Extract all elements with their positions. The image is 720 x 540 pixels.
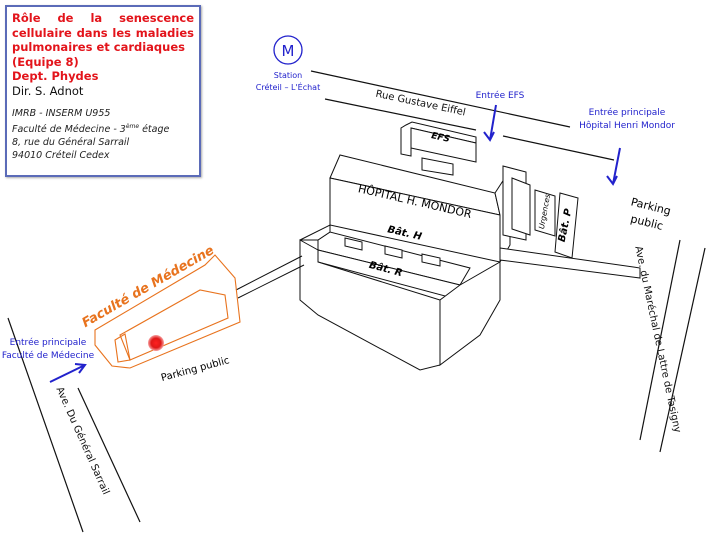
parking-left-label: Parking public: [160, 355, 231, 384]
faculte-building: [94, 254, 241, 369]
metro-station-name: Créteil – L'Échat: [256, 81, 320, 92]
ave-lattre-label: Ave. du Maréchal de Lattre de Tasigny: [632, 245, 683, 434]
connector: [235, 255, 305, 299]
entree-faculte-label: Entrée principale: [10, 337, 87, 348]
info-box: Rôle de la senescence cellulaire dans le…: [5, 5, 201, 177]
metro-station-label: Station: [274, 71, 302, 80]
efs-label: EFS: [430, 131, 450, 145]
address-line: 8, rue du Général Sarrail: [12, 136, 130, 148]
director: Dir. S. Adnot: [12, 83, 84, 98]
arrow-faculte-icon: [49, 363, 87, 383]
team-number: (Equipe 8): [12, 54, 79, 69]
ave-sarrail-label: Ave. Du Général Sarrail: [54, 385, 112, 496]
entrance-arrows: [49, 104, 621, 383]
team-title: Rôle de la senescence cellulaire dans le…: [12, 11, 194, 54]
address: IMRB - INSERM U955 Faculté de Médecine -…: [12, 107, 194, 162]
entree-efs-label: Entrée EFS: [476, 90, 525, 101]
metro-icon: [273, 35, 303, 65]
rue-gustave-eiffel-label: Rue Gustave Eiffel: [375, 89, 467, 119]
faculte-label: Faculté de Médecine: [80, 243, 217, 331]
hospital-buildings: [299, 121, 641, 371]
roads: [7, 70, 706, 533]
parking-right-label-2: public: [629, 212, 664, 233]
address-line: Faculté de Médecine - 3ème étage: [12, 122, 170, 135]
location-marker: [148, 335, 164, 351]
address-line: IMRB - INSERM U955: [12, 107, 111, 119]
department: Dept. Phydes: [12, 69, 99, 83]
address-line: 94010 Créteil Cedex: [12, 149, 110, 161]
entree-faculte-name: Faculté de Médecine: [2, 350, 95, 361]
entree-hopital-label: Entrée principale: [589, 107, 666, 118]
arrow-hopital-icon: [606, 147, 621, 186]
entree-hopital-name: Hôpital Henri Mondor: [579, 120, 675, 131]
metro-symbol: M: [282, 42, 295, 60]
arrow-efs-icon: [483, 104, 497, 142]
